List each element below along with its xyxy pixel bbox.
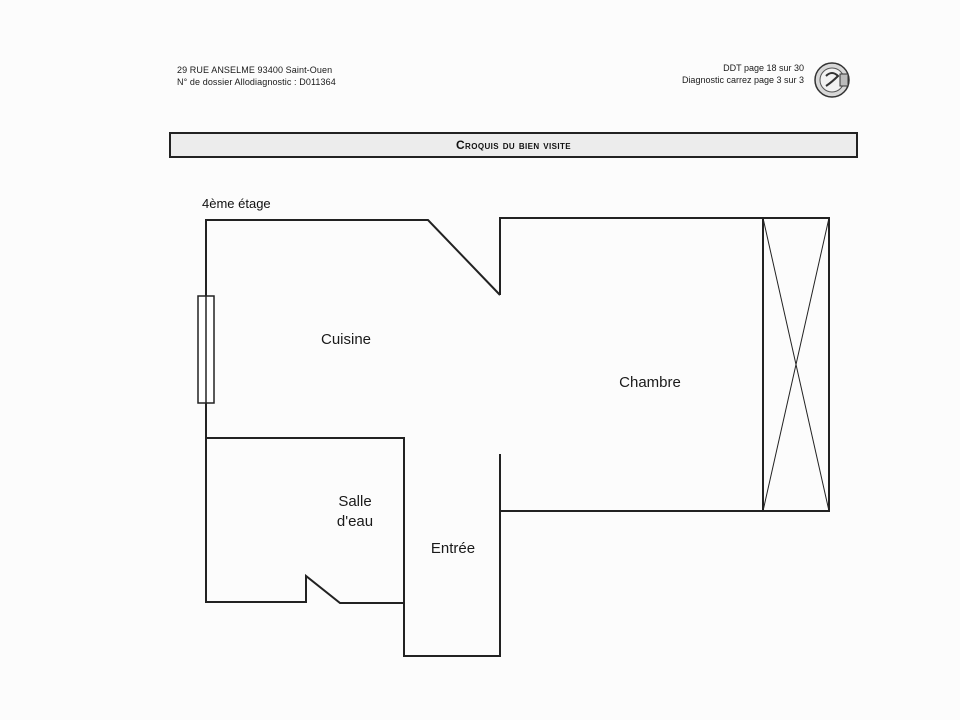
floor-label: 4ème étage <box>202 196 271 211</box>
header-pages-block: DDT page 18 sur 30 Diagnostic carrez pag… <box>600 62 804 86</box>
room-label-cuisine: Cuisine <box>320 331 372 348</box>
room-label-salle-line2: d'eau <box>336 513 374 530</box>
header-diag-page: Diagnostic carrez page 3 sur 3 <box>681 75 804 85</box>
room-label-chambre: Chambre <box>619 374 681 391</box>
section-title: Croquis du bien visite <box>455 138 572 152</box>
window-icon <box>197 295 215 404</box>
header-ddt-page: DDT page 18 sur 30 <box>723 63 804 73</box>
closet-outline <box>762 217 830 512</box>
header-dossier: N° de dossier Allodiagnostic : D011364 <box>177 77 336 87</box>
header-address-block: 29 RUE ANSELME 93400 Saint-Ouen N° de do… <box>177 64 336 88</box>
room-label-salle-line1: Salle <box>338 493 372 510</box>
room-label-salle-deau: Salle d'eau <box>318 492 392 532</box>
seal-logo-icon <box>814 62 850 98</box>
wall-cuisine-salle <box>206 437 405 603</box>
section-title-bar: Croquis du bien visite <box>169 132 858 158</box>
header-address: 29 RUE ANSELME 93400 Saint-Ouen <box>177 65 333 75</box>
plan-outline-left <box>205 219 501 657</box>
wall-chambre <box>499 217 830 512</box>
room-label-entree: Entrée <box>430 540 476 557</box>
closet-cross-2 <box>762 217 830 512</box>
